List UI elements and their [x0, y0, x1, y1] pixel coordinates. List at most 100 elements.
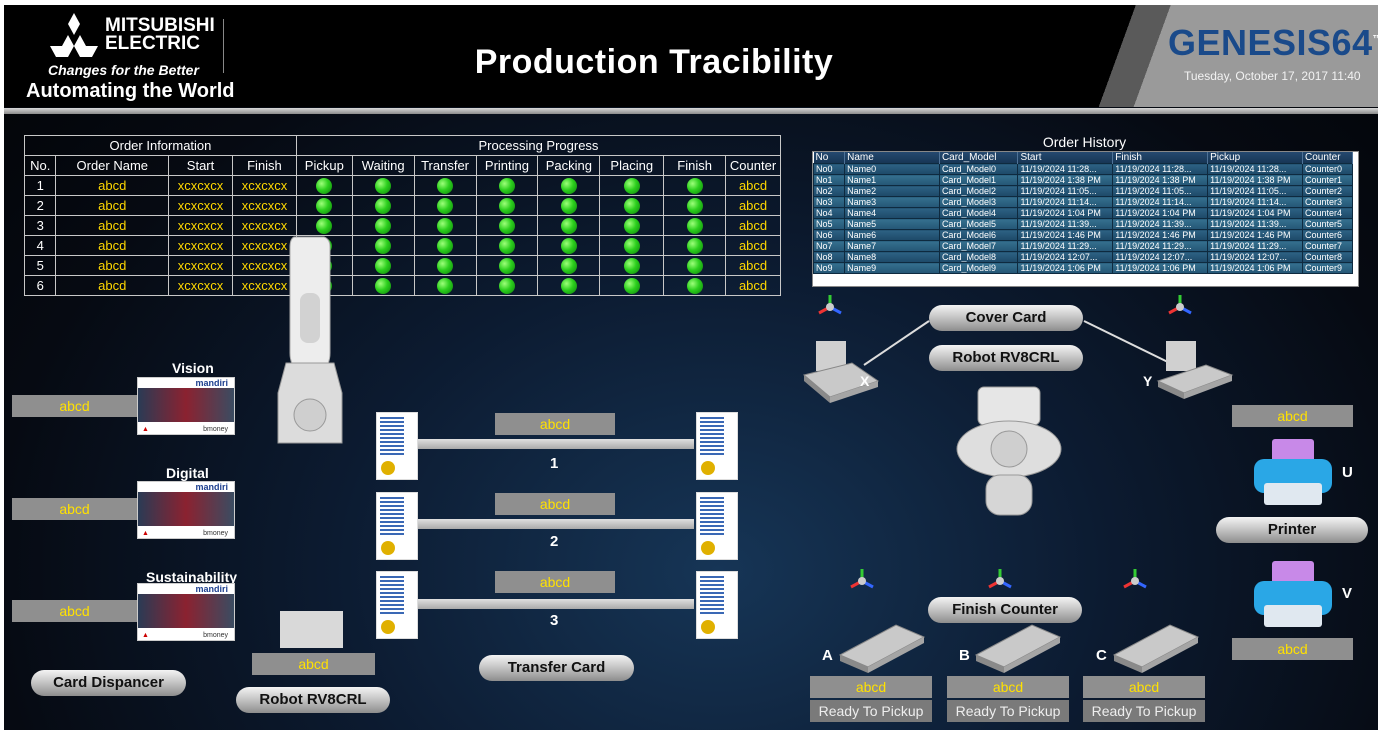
transfer-card-button[interactable]: Transfer Card	[479, 655, 634, 681]
robot-rv8crl-left-button[interactable]: Robot RV8CRL	[236, 687, 390, 713]
counter-c-letter: C	[1096, 647, 1107, 664]
finish-counter-button[interactable]: Finish Counter	[928, 597, 1082, 623]
order-info-header: Order Information	[24, 135, 297, 156]
lane1-card-left	[376, 412, 418, 480]
table-cell: Counter4	[1301, 207, 1354, 219]
table-cell: abcd	[55, 275, 170, 296]
status-cell	[663, 275, 727, 296]
table-cell: abcd	[725, 275, 781, 296]
status-led-icon	[560, 197, 577, 214]
counter-a-tray-icon	[836, 621, 928, 678]
table-cell: 11/19/2024 1:38 PM	[1112, 174, 1209, 186]
lane3-number: 3	[550, 612, 559, 629]
status-led-icon	[686, 257, 703, 274]
status-cell	[599, 255, 665, 276]
table-cell: xcxcxcx	[232, 195, 297, 216]
history-col-header[interactable]: Pickup	[1207, 152, 1303, 164]
axis-gizmo-icon	[1119, 565, 1151, 597]
lane2-rail	[418, 519, 694, 529]
status-cell	[537, 195, 601, 216]
card-dispenser-button[interactable]: Card Dispancer	[31, 670, 186, 696]
history-col-header[interactable]: Counter	[1302, 152, 1354, 164]
table-cell: Card_Model2	[938, 185, 1019, 197]
counter-c-tray-icon	[1110, 621, 1202, 678]
status-cell	[663, 195, 727, 216]
dispenser-value-vision: abcd	[12, 395, 137, 417]
table-cell: No6	[813, 229, 846, 241]
status-cell	[599, 235, 665, 256]
robot-rv8crl-right-button[interactable]: Robot RV8CRL	[929, 345, 1083, 371]
card-image-vision: mandiri ▲bmoney	[137, 377, 235, 435]
history-col-header[interactable]: Finish	[1112, 152, 1209, 164]
status-led-icon	[437, 277, 454, 294]
status-cell	[599, 275, 665, 296]
counter-c-status: Ready To Pickup	[1083, 700, 1205, 722]
status-led-icon	[560, 237, 577, 254]
table-cell: abcd	[725, 255, 781, 276]
table-cell: 11/19/2024 1:38 PM	[1207, 174, 1303, 186]
table-cell: Card_Model6	[938, 229, 1019, 241]
order-table: Order Information Processing Progress No…	[23, 135, 782, 296]
page-title: Production Tracibility	[474, 43, 834, 81]
counter-a-value: abcd	[810, 676, 932, 698]
table-cell: No2	[813, 185, 846, 197]
table-cell: Name0	[844, 163, 940, 175]
status-led-icon	[437, 237, 454, 254]
status-cell	[295, 175, 353, 196]
genesis-banner	[1066, 5, 1378, 107]
table-cell: xcxcxcx	[232, 175, 297, 196]
table-cell: Name7	[844, 240, 940, 252]
table-cell: 11/19/2024 1:06 PM	[1017, 262, 1114, 274]
table-cell: Counter7	[1301, 240, 1354, 252]
counter-b-status: Ready To Pickup	[947, 700, 1069, 722]
history-col-header[interactable]: Name	[844, 152, 940, 164]
history-col-header[interactable]: No	[813, 152, 846, 164]
table-cell: xcxcxcx	[232, 255, 297, 276]
brand-name-1: MITSUBISHI	[105, 15, 215, 36]
history-col-header[interactable]: Card_Model	[939, 152, 1019, 164]
table-cell: 11/19/2024 12:07...	[1112, 251, 1209, 263]
counter-c-value: abcd	[1083, 676, 1205, 698]
lane3-card-left	[376, 571, 418, 639]
status-led-icon	[498, 217, 515, 234]
table-cell: No9	[813, 262, 846, 274]
status-cell	[537, 215, 601, 236]
table-cell: Counter1	[1301, 174, 1354, 186]
card-title-digital: Digital	[166, 465, 209, 481]
table-cell: 11/19/2024 1:04 PM	[1017, 207, 1114, 219]
status-led-icon	[316, 217, 333, 234]
status-cell	[663, 255, 727, 276]
table-cell: 11/19/2024 1:46 PM	[1207, 229, 1303, 241]
table-cell: 11/19/2024 11:28...	[1112, 163, 1209, 175]
status-cell	[413, 175, 477, 196]
table-cell: 11/19/2024 1:04 PM	[1112, 207, 1209, 219]
table-cell: abcd	[725, 175, 781, 196]
status-cell	[413, 235, 477, 256]
printer-button[interactable]: Printer	[1216, 517, 1368, 543]
table-cell: Counter3	[1301, 196, 1354, 208]
table-cell: 11/19/2024 1:46 PM	[1112, 229, 1209, 241]
table-cell: xcxcxcx	[168, 195, 233, 216]
lane2-number: 2	[550, 533, 559, 550]
history-col-header[interactable]: Start	[1017, 152, 1114, 164]
cover-card-button[interactable]: Cover Card	[929, 305, 1083, 331]
status-cell	[413, 255, 477, 276]
table-cell: Counter0	[1301, 163, 1354, 175]
status-led-icon	[623, 197, 640, 214]
table-cell: abcd	[55, 235, 170, 256]
table-cell: Name2	[844, 185, 940, 197]
status-led-icon	[375, 257, 392, 274]
card-image-sustainability: mandiri ▲bmoney	[137, 583, 235, 641]
